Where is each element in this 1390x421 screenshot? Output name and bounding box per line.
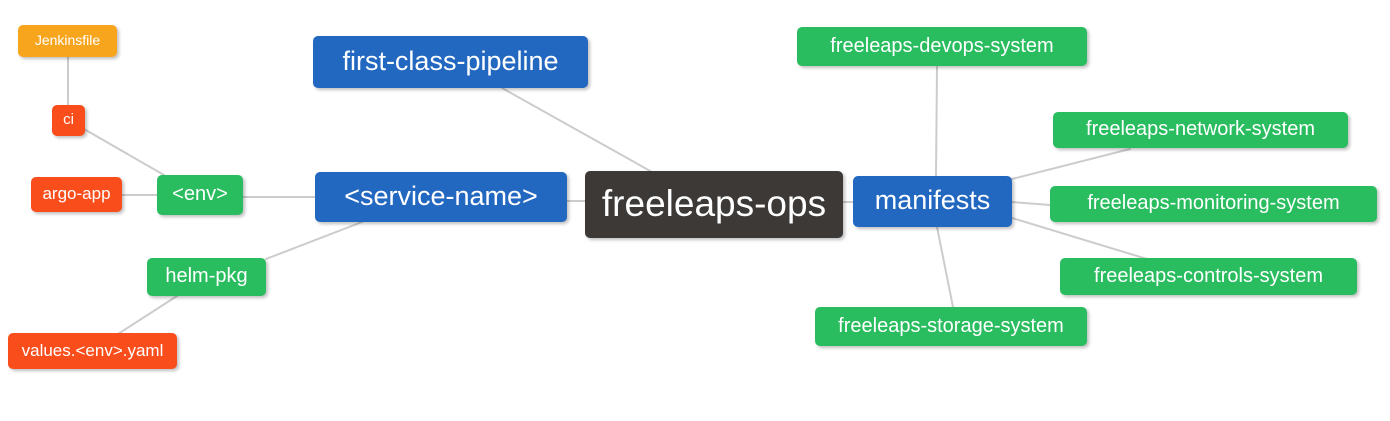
node-label: <env> bbox=[172, 183, 228, 205]
edge-manifests--freeleaps-monitoring-system bbox=[1011, 201, 1051, 206]
node-service-name[interactable]: <service-name> bbox=[315, 172, 567, 222]
node-label: Jenkinsfile bbox=[34, 32, 101, 48]
node-label: values.<env>.yaml bbox=[21, 340, 164, 360]
node-label: freeleaps-controls-system bbox=[1094, 264, 1323, 287]
node-freeleaps-storage-system[interactable]: freeleaps-storage-system bbox=[815, 307, 1087, 346]
node-freeleaps-network-system[interactable]: freeleaps-network-system bbox=[1053, 112, 1348, 148]
node-label: argo-app bbox=[42, 184, 111, 203]
node-label: ci bbox=[63, 111, 74, 128]
edge-helm-pkg--values-env-yaml bbox=[117, 295, 178, 335]
edge-manifests--freeleaps-storage-system bbox=[936, 226, 954, 308]
node-values-env-yaml[interactable]: values.<env>.yaml bbox=[8, 333, 177, 369]
node-label: freeleaps-devops-system bbox=[830, 34, 1054, 57]
node-helm-pkg[interactable]: helm-pkg bbox=[147, 258, 266, 296]
node-label: freeleaps-monitoring-system bbox=[1087, 192, 1340, 214]
node-freeleaps-controls-system[interactable]: freeleaps-controls-system bbox=[1060, 258, 1357, 295]
node-label: helm-pkg bbox=[165, 265, 248, 287]
node-label: <service-name> bbox=[344, 180, 538, 211]
edge-service-name--helm-pkg bbox=[265, 221, 363, 260]
node-label: freeleaps-storage-system bbox=[838, 314, 1064, 337]
node-label: manifests bbox=[874, 185, 991, 215]
edge-manifests--freeleaps-controls-system bbox=[1011, 217, 1148, 260]
node-label: freeleaps-network-system bbox=[1086, 118, 1315, 140]
node-argo-app[interactable]: argo-app bbox=[31, 177, 122, 212]
node-first-class-pipeline[interactable]: first-class-pipeline bbox=[313, 36, 588, 88]
node-env[interactable]: <env> bbox=[157, 175, 243, 215]
node-ci[interactable]: ci bbox=[52, 105, 85, 136]
node-manifests[interactable]: manifests bbox=[853, 176, 1012, 227]
node-freeleaps-monitoring-system[interactable]: freeleaps-monitoring-system bbox=[1050, 186, 1377, 222]
edge-manifests--freeleaps-devops-system bbox=[935, 66, 938, 177]
edge-ci--env bbox=[83, 128, 165, 176]
node-jenkinsfile[interactable]: Jenkinsfile bbox=[18, 25, 117, 57]
edge-manifests--freeleaps-network-system bbox=[1011, 148, 1131, 180]
node-freeleaps-ops[interactable]: freeleaps-ops bbox=[585, 171, 843, 238]
node-freeleaps-devops-system[interactable]: freeleaps-devops-system bbox=[797, 27, 1087, 66]
edge-first-class-pipeline--freeleaps-ops bbox=[501, 87, 653, 173]
node-label: freeleaps-ops bbox=[601, 183, 827, 224]
node-label: first-class-pipeline bbox=[342, 45, 559, 76]
